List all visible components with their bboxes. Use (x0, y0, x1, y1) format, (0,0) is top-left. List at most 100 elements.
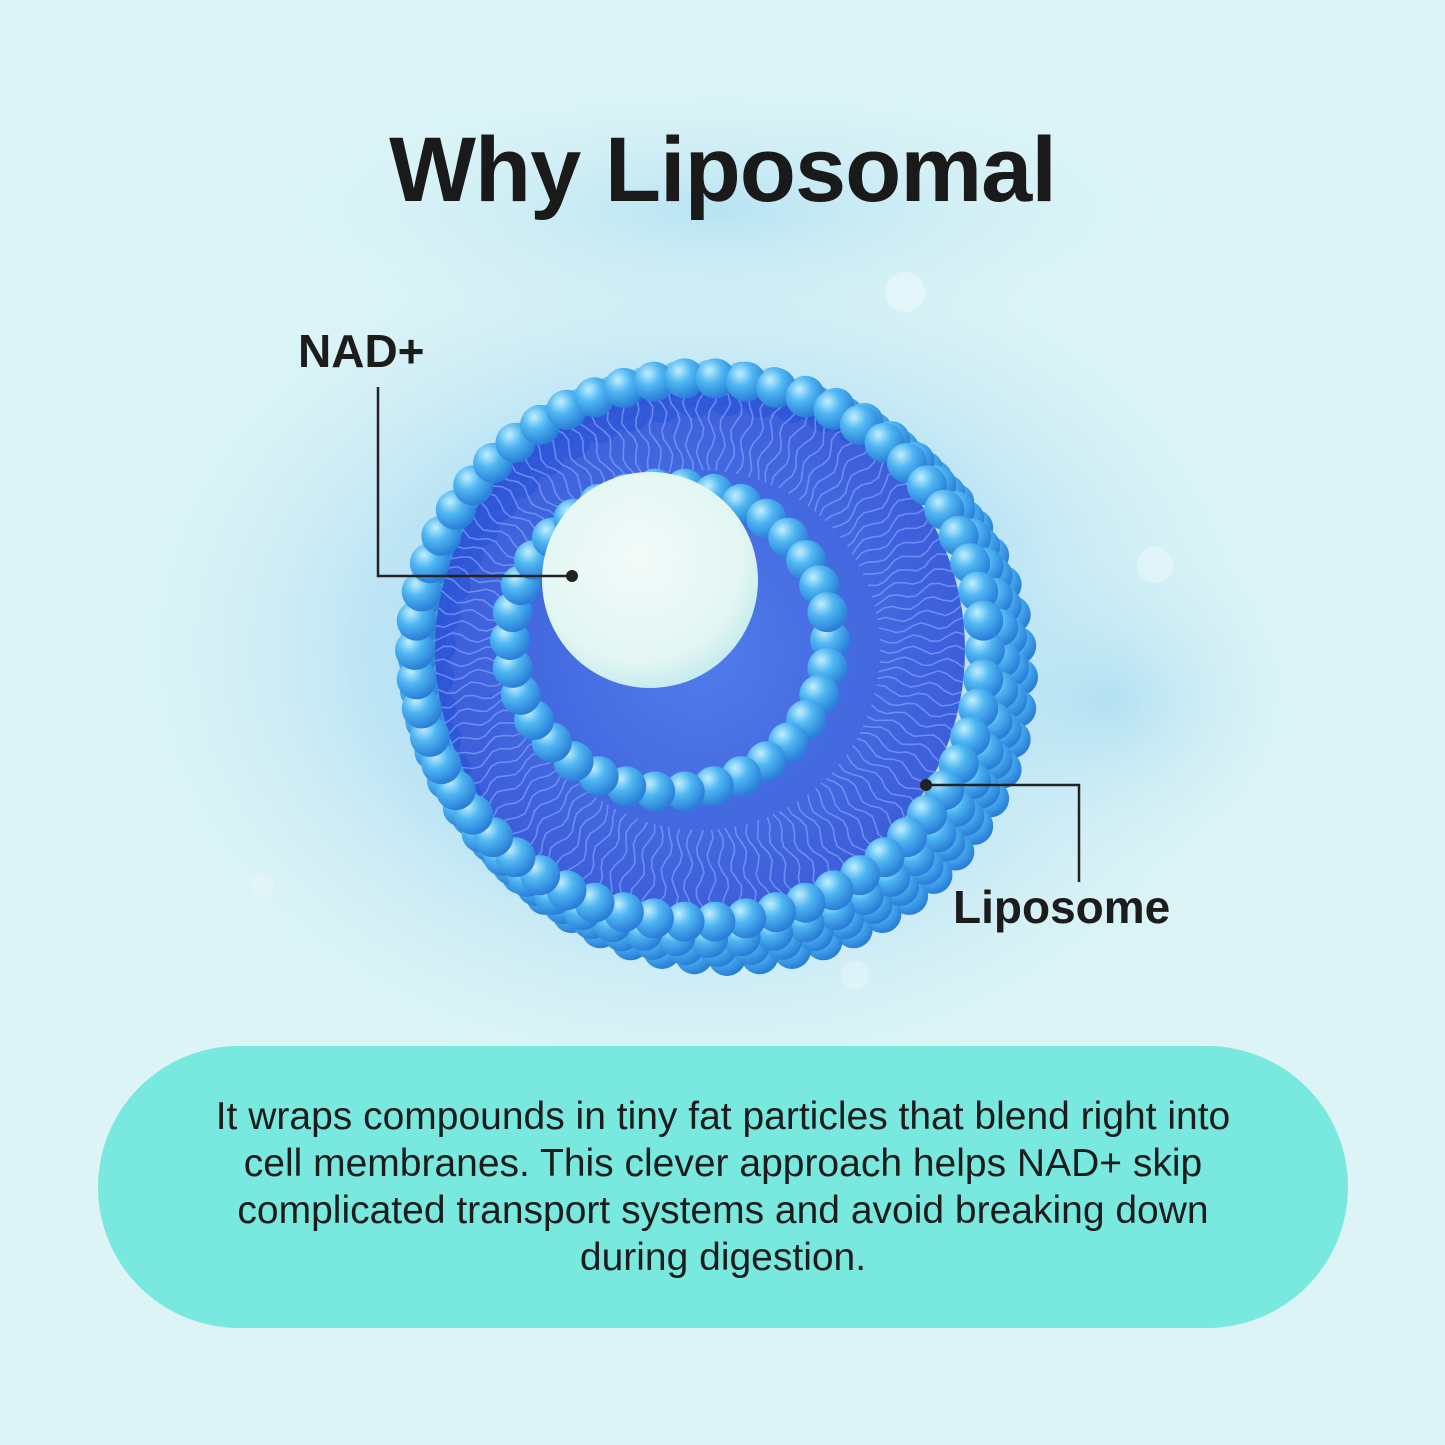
lipid-tail (807, 437, 861, 507)
lipid-tail (878, 666, 964, 683)
outer-lipid-head (963, 600, 1004, 641)
outer-lipid-head (726, 898, 767, 939)
lipid-tail (629, 824, 656, 907)
lipid-tail (499, 767, 566, 825)
inner-lipid-head (807, 592, 848, 633)
nad-label: NAD+ (298, 325, 425, 377)
lipid-tail (824, 459, 885, 522)
lipid-tail (852, 744, 925, 792)
lipid-tail (641, 825, 664, 909)
lipid-tail (871, 568, 954, 598)
outer-lipid-head (726, 361, 767, 402)
liposome-label: Liposome (953, 881, 1171, 933)
lipid-tail (695, 829, 706, 916)
lipid-tail (653, 388, 674, 473)
lipid-tail (879, 644, 966, 655)
lipid-tail (555, 801, 604, 873)
lipid-tail (825, 778, 886, 841)
lipid-tail (879, 656, 965, 669)
outer-lipid-head (633, 898, 674, 939)
lipid-tail (694, 384, 706, 471)
lipid-tail (818, 451, 877, 516)
lipid-tail (766, 816, 800, 897)
outer-lipid-head (633, 361, 674, 402)
lipid-tail (856, 737, 931, 782)
lipid-tail (575, 808, 617, 885)
lipid-tail (717, 828, 730, 915)
outer-lipid-head (396, 659, 437, 700)
lipid-tail (875, 595, 960, 614)
outer-lipid-head (695, 901, 736, 942)
lipid-tail (859, 732, 936, 773)
lipid-tail (788, 418, 831, 494)
lipid-tail (846, 497, 918, 548)
outer-lipid-head (603, 367, 644, 408)
outer-lipid-heads (395, 358, 1005, 942)
lipid-tail (606, 400, 640, 482)
outer-lipid-head (664, 358, 705, 399)
lipid-tail (778, 810, 818, 889)
lipid-tail (607, 818, 638, 899)
nad-leader-dot (566, 570, 578, 582)
lipid-tail (878, 616, 964, 634)
liposome-leader-line (926, 783, 1081, 882)
lipid-tail (756, 399, 787, 480)
lipid-tail (747, 394, 773, 477)
lipid-tail (855, 516, 931, 561)
outer-lipid-head (395, 630, 435, 670)
lipid-tail (851, 508, 925, 555)
description-text: It wraps compounds in tiny fat particles… (215, 1095, 1231, 1279)
outer-lipid-head (664, 901, 705, 942)
lipid-tail (796, 801, 845, 873)
lipid-tail (639, 391, 662, 475)
lipid-tail (681, 384, 695, 471)
lipid-tail (563, 804, 609, 879)
lipid-tail (547, 796, 598, 867)
lipid-tail (840, 483, 907, 538)
lipid-tail (576, 415, 618, 491)
lipid-tail (764, 403, 798, 483)
lipid-tail (618, 821, 649, 904)
lipid-tail (724, 387, 743, 473)
lipid-tail (535, 790, 590, 859)
lipid-tail (770, 406, 808, 486)
lipid-tail (814, 445, 870, 512)
lipid-tail (756, 820, 787, 902)
lipid-tail (778, 411, 817, 489)
lipid-tail (735, 390, 755, 475)
page-title: Why Liposomal (389, 119, 1057, 221)
outer-lipid-head (695, 358, 736, 399)
lipid-tail (877, 675, 962, 696)
lipid-tail (858, 525, 935, 567)
lipid-tail (682, 829, 694, 915)
lipid-tail (669, 828, 683, 914)
lipid-tail (620, 396, 648, 479)
lipid-tail (470, 739, 545, 785)
lipid-tail (734, 826, 757, 911)
nad-leader-line (376, 387, 572, 578)
lipid-tail (705, 385, 719, 471)
outer-lipid-head (756, 892, 797, 933)
lipid-tail (744, 823, 772, 906)
lipid-tail (870, 704, 953, 732)
lipid-tail (653, 827, 673, 912)
lipid-tail (715, 385, 732, 471)
lipid-tail (863, 537, 941, 575)
lipid-tail (509, 774, 572, 836)
lipid-tail (786, 806, 830, 882)
lipid-tail (877, 604, 962, 623)
outer-lipid-head (965, 630, 1005, 670)
lipid-tail (590, 813, 627, 893)
liposome-leader-dot (920, 779, 932, 791)
lipid-tail (879, 631, 965, 644)
lipid-tail (591, 407, 629, 486)
lipid-tail (831, 772, 895, 832)
lipid-tail (706, 829, 718, 915)
lipid-tail (798, 428, 847, 501)
lipid-tail (874, 692, 958, 718)
lipid-tail (820, 782, 879, 847)
lipid-tail (876, 684, 961, 707)
lipid-tail (668, 386, 685, 472)
description-panel: It wraps compounds in tiny fat particles… (98, 1046, 1348, 1328)
